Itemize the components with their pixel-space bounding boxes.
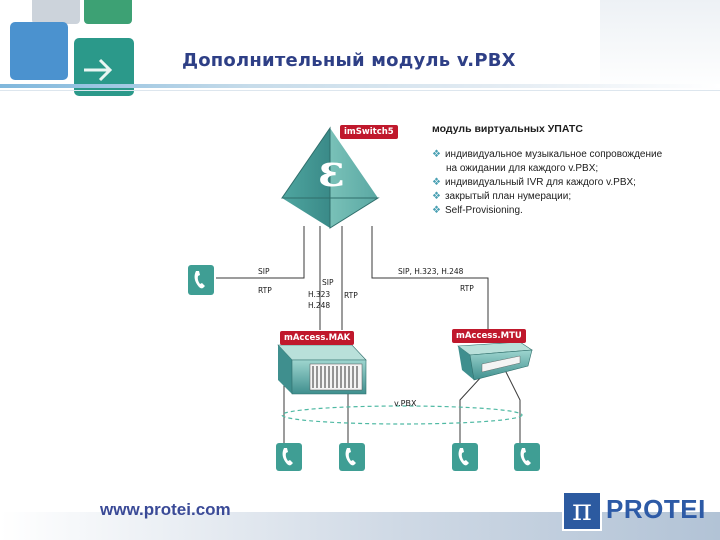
core-logo-glyph: ε xyxy=(318,146,345,197)
link-left-rtp: RTP xyxy=(258,286,272,295)
header-divider xyxy=(0,84,720,88)
bullet-text: индивидуальный IVR для каждого v.PBX; xyxy=(444,177,636,188)
bullet-item: ❖Self-Provisioning. xyxy=(432,204,712,218)
bullet-text: Self-Provisioning. xyxy=(444,205,523,216)
link-mid-sip: SIP xyxy=(322,278,334,287)
pi-symbol: π xyxy=(572,493,592,528)
tile-gray xyxy=(32,0,80,24)
feature-panel: модуль виртуальных УПАТС ❖индивидуальное… xyxy=(432,122,712,218)
link-right-rtp: RTP xyxy=(460,284,474,293)
bullet-text: индивидуальное музыкальное сопровождение xyxy=(444,149,663,160)
mak-label: mAccess.MAK xyxy=(280,331,355,345)
tile-green xyxy=(84,0,132,24)
link-lines xyxy=(216,226,521,443)
diamond-bullet-icon: ❖ xyxy=(432,149,441,160)
header-divider-thin xyxy=(0,90,720,91)
arrow-right-icon xyxy=(84,58,113,82)
diamond-bullet-icon: ❖ xyxy=(432,177,441,188)
tile-teal xyxy=(74,38,134,96)
bullet-text: закрытый план нумерации; xyxy=(444,191,572,202)
page-title: Дополнительный модуль v.PBX xyxy=(182,50,516,71)
phone-icon xyxy=(339,443,365,471)
mak-device-icon xyxy=(277,344,367,395)
phone-icon xyxy=(514,443,540,471)
bullet-item: ❖закрытый план нумерации; xyxy=(432,190,712,204)
link-mid-h248: H.248 xyxy=(308,301,331,310)
link-mid-rtp: RTP xyxy=(344,291,358,300)
protei-logo-icon: π xyxy=(562,491,602,531)
bullet-item: ❖индивидуальное музыкальное сопровождени… xyxy=(432,148,712,162)
decorative-tiles xyxy=(10,0,134,96)
bullet-item: ❖индивидуальный IVR для каждого v.PBX; xyxy=(432,176,712,190)
core-switch-pyramid xyxy=(281,126,380,229)
tile-blue xyxy=(10,22,68,80)
bullet-item-continuation: на ожидании для каждого v.PBX; xyxy=(432,162,712,176)
diamond-bullet-icon: ❖ xyxy=(432,191,441,202)
bullet-text: на ожидании для каждого v.PBX; xyxy=(446,163,599,174)
link-right-protocols: SIP, H.323, H.248 xyxy=(398,267,464,276)
diamond-bullet-icon: ❖ xyxy=(432,205,441,216)
phone-icon xyxy=(276,443,302,471)
imswitch-label: imSwitch5 xyxy=(340,125,398,139)
vpbx-group-ellipse xyxy=(281,405,523,425)
phone-icon xyxy=(188,265,214,295)
website-link[interactable]: www.protei.com xyxy=(100,500,231,519)
phone-icon xyxy=(452,443,478,471)
vpbx-group-label: v.PBX xyxy=(394,399,417,408)
mtu-label: mAccess.MTU xyxy=(452,329,526,343)
protei-logo-text: PROTEI xyxy=(606,494,706,524)
link-mid-h323: H.323 xyxy=(308,290,331,299)
panel-heading: модуль виртуальных УПАТС xyxy=(432,123,583,135)
header-right-panel xyxy=(600,0,720,92)
mtu-device-icon xyxy=(457,341,533,381)
link-left-sip: SIP xyxy=(258,267,270,276)
